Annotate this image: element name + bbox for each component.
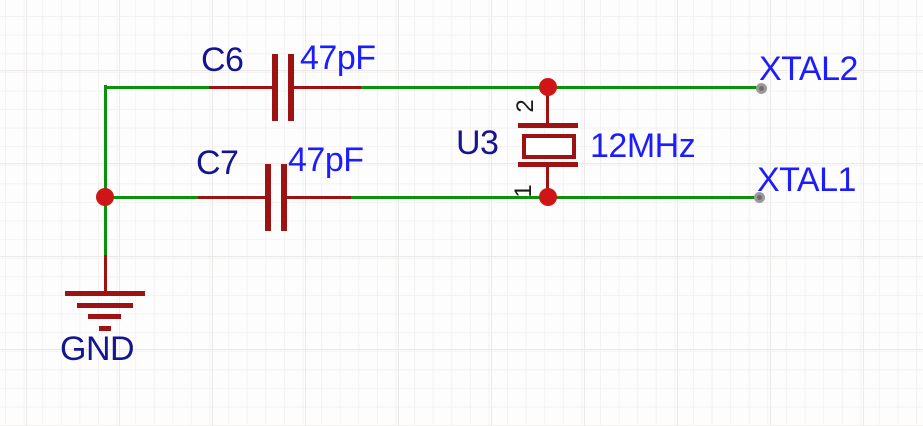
wire-xtal1-left-segment[interactable] xyxy=(104,196,201,199)
gnd-lead[interactable] xyxy=(104,255,107,293)
junction-dot-xtal-top xyxy=(539,78,557,96)
wire-xtal2-right-segment[interactable] xyxy=(359,86,762,89)
junction-dot-xtal-bottom xyxy=(539,188,557,206)
c7-pin1-lead[interactable] xyxy=(198,196,266,199)
c6-pin2-lead[interactable] xyxy=(293,86,361,89)
c6-value-label[interactable]: 47pF xyxy=(300,39,376,77)
u3-bottom-plate[interactable] xyxy=(518,162,578,167)
c7-left-plate[interactable] xyxy=(265,164,271,231)
net-label-xtal2[interactable]: XTAL2 xyxy=(759,50,858,88)
gnd-label[interactable]: GND xyxy=(60,330,135,368)
u3-pin2-number: 2 xyxy=(512,99,539,113)
u3-pin1-lead[interactable] xyxy=(546,165,549,198)
gnd-bar-3[interactable] xyxy=(88,314,121,319)
c7-reference-label[interactable]: C7 xyxy=(196,144,239,182)
xtal1-terminal-dot[interactable] xyxy=(754,192,765,203)
u3-reference-label[interactable]: U3 xyxy=(456,124,499,162)
gnd-bar-2[interactable] xyxy=(77,303,133,308)
c6-left-plate[interactable] xyxy=(272,54,278,121)
gnd-bar-1[interactable] xyxy=(65,291,145,296)
c7-right-plate[interactable] xyxy=(281,164,287,231)
xtal2-terminal-dot[interactable] xyxy=(756,83,767,94)
net-label-xtal1[interactable]: XTAL1 xyxy=(757,161,856,199)
gnd-bar-4[interactable] xyxy=(99,326,111,331)
u3-top-plate[interactable] xyxy=(518,123,578,128)
wire-gnd-vertical[interactable] xyxy=(104,85,107,257)
u3-value-label[interactable]: 12MHz xyxy=(590,127,696,165)
c7-pin2-lead[interactable] xyxy=(286,196,351,199)
junction-dot-left xyxy=(96,188,114,206)
c6-pin1-lead[interactable] xyxy=(209,86,273,89)
c6-reference-label[interactable]: C6 xyxy=(201,41,244,79)
c7-value-label[interactable]: 47pF xyxy=(288,141,364,179)
u3-pin1-number: 1 xyxy=(510,184,537,198)
wire-xtal2-left-segment[interactable] xyxy=(104,86,212,89)
u3-crystal-body[interactable] xyxy=(522,134,576,159)
u3-pin2-lead[interactable] xyxy=(546,86,549,125)
c6-right-plate[interactable] xyxy=(288,54,294,121)
